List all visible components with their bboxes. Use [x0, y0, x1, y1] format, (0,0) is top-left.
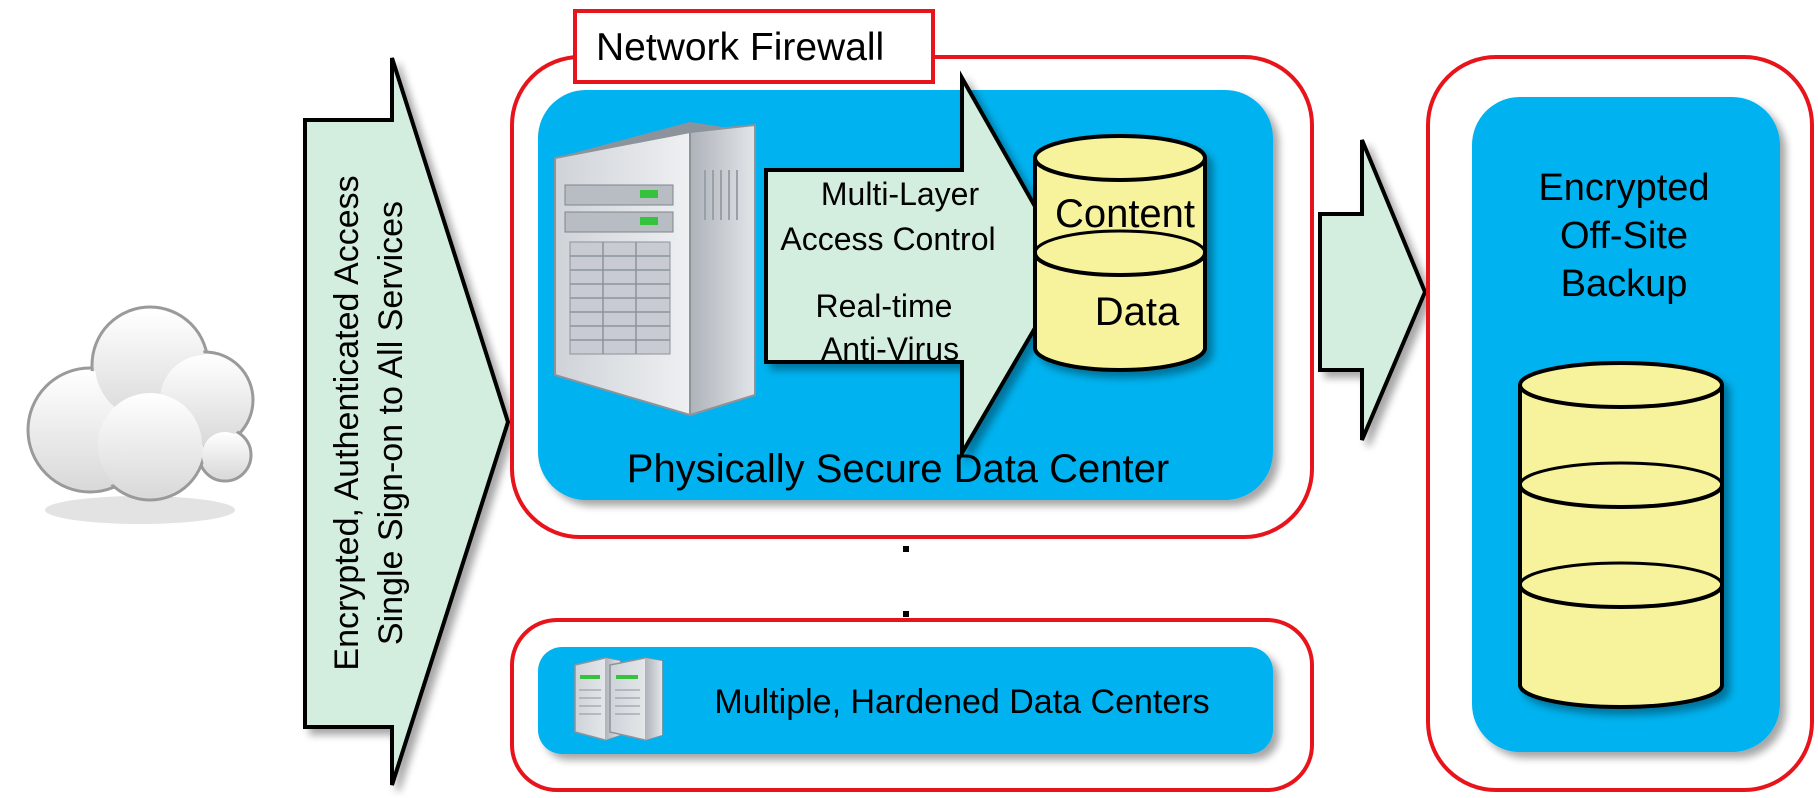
backup-label-line2: Off-Site: [1560, 215, 1688, 257]
backup-database-icon: [1518, 361, 1724, 709]
server-tower-icon: [554, 122, 756, 417]
multi-layer-line1: Multi-Layer: [821, 176, 980, 212]
backup-label-line1: Encrypted: [1538, 167, 1709, 209]
content-label: Content: [1055, 192, 1195, 236]
database-icon: [1033, 134, 1207, 372]
access-control-arrow: Multi-Layer Access Control Real-time Ant…: [764, 70, 1073, 461]
multiple-data-centers-boundary: [510, 618, 1314, 792]
multiple-data-centers-label: Multiple, Hardened Data Centers: [714, 683, 1209, 721]
cloud-icon: [26, 305, 255, 524]
backup-arrow: [1318, 139, 1428, 441]
secure-data-center-label: Physically Secure Data Center: [627, 447, 1169, 491]
access-arrow: Encrypted, Authenticated Access Single S…: [303, 57, 511, 786]
access-text-line1: Encrypted, Authenticated Access: [328, 175, 366, 670]
firewall-label-box: Network Firewall: [573, 9, 935, 84]
backup-label-line3: Backup: [1561, 263, 1688, 305]
multi-layer-line2: Access Control: [780, 221, 995, 257]
access-text-line2: Single Sign-on to All Services: [372, 201, 410, 645]
firewall-label: Network Firewall: [596, 26, 884, 69]
antivirus-line1: Real-time: [816, 288, 953, 324]
antivirus-line2: Anti-Virus: [821, 331, 959, 367]
server-pair-icon: [574, 657, 663, 741]
data-label: Data: [1095, 290, 1180, 334]
connector-dots: [903, 546, 909, 617]
